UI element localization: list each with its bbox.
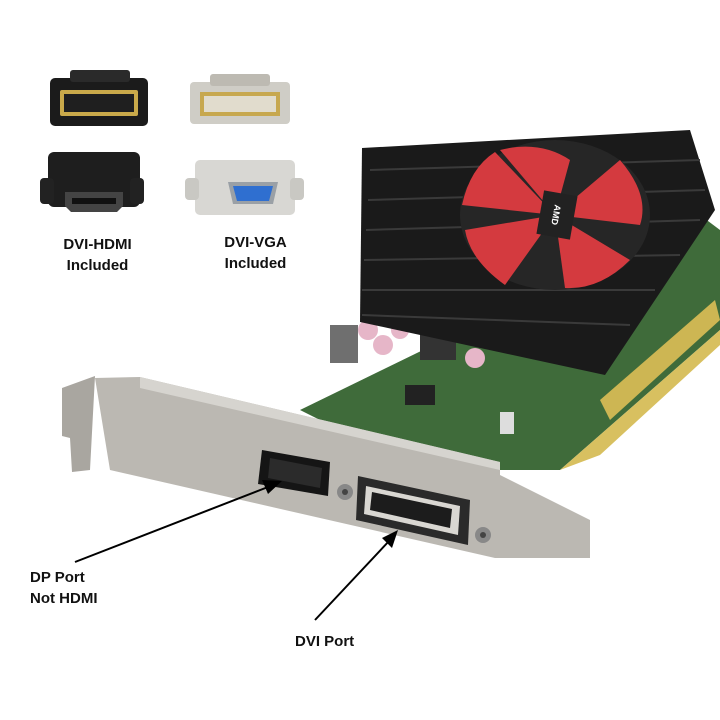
dvi-vga-label-line2: Included	[224, 255, 287, 272]
dvi-vga-adapter-dvi-end	[190, 74, 290, 124]
dp-port-label: DP Port Not HDMI	[30, 567, 98, 609]
fan: AMD	[460, 140, 650, 290]
dvi-hdmi-label-line2: Included	[66, 257, 129, 274]
dp-port-label-line1: DP Port	[30, 569, 85, 586]
dvi-vga-label: DVI-VGA Included	[193, 232, 318, 274]
dvi-vga-label-line1: DVI-VGA	[224, 234, 287, 251]
dvi-port-label: DVI Port	[295, 633, 355, 650]
dvi-hdmi-adapter-hdmi-end	[40, 152, 144, 212]
dp-port-arrow	[74, 480, 282, 563]
dvi-hdmi-label-line1: DVI-HDMI	[63, 236, 132, 253]
dvi-connector	[356, 476, 470, 545]
amd-logo: AMD	[549, 204, 562, 226]
dvi-hdmi-label: DVI-HDMI Included	[35, 234, 160, 276]
dvi-vga-adapter-vga-end	[185, 160, 304, 215]
dvi-hdmi-adapter-dvi-end	[50, 70, 148, 126]
dp-port-label-line2: Not HDMI	[30, 590, 98, 607]
dvi-port-arrow	[314, 530, 398, 621]
